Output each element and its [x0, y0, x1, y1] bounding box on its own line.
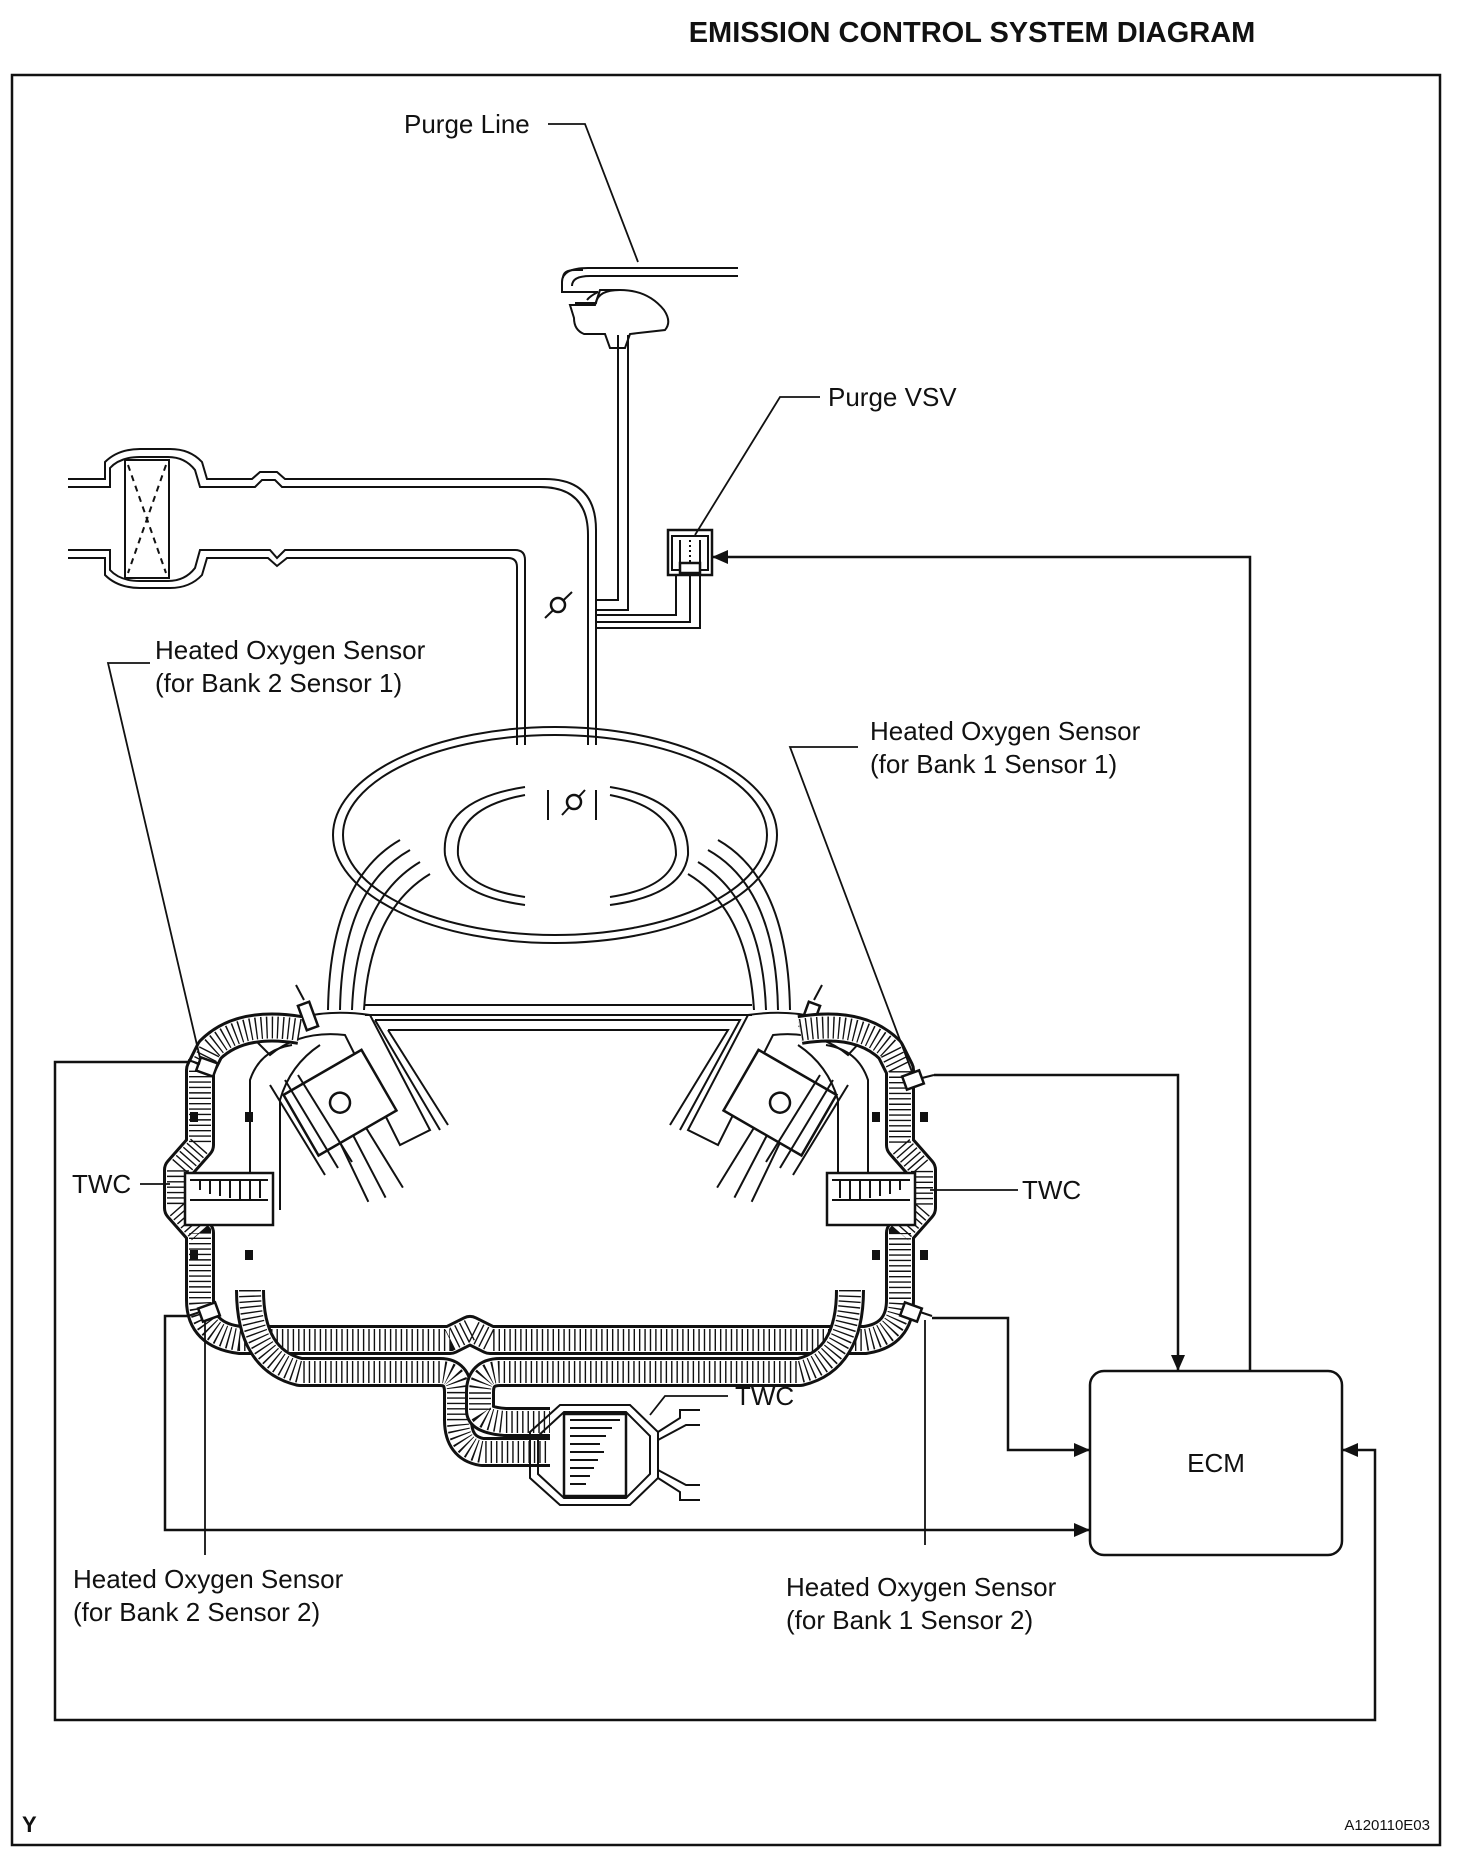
- center-twc-substrate: [570, 1419, 620, 1485]
- hos-b2s2-label-line2: (for Bank 2 Sensor 2): [73, 1597, 320, 1627]
- oxygen-sensor-b1s1: [900, 1068, 935, 1092]
- purge-vsv-valve: [666, 528, 714, 577]
- hos-b2s2-label-line1: Heated Oxygen Sensor: [73, 1564, 344, 1594]
- twc-right-label: TWC: [1022, 1175, 1081, 1205]
- hos-b2s1-label-line1: Heated Oxygen Sensor: [155, 635, 426, 665]
- intake-surge-tank: [332, 726, 778, 944]
- hos-b1s1-label-line1: Heated Oxygen Sensor: [870, 716, 1141, 746]
- oxygen-sensor-b1s2: [898, 1300, 933, 1324]
- figure-code: A120110E03: [1344, 1817, 1430, 1834]
- oxygen-sensor-b2s2: [187, 1300, 222, 1324]
- ecm-label: ECM: [1187, 1448, 1245, 1478]
- diagram-frame: [10, 73, 1442, 1847]
- hos-b1s2-label-line2: (for Bank 1 Sensor 2): [786, 1605, 1033, 1635]
- right-twc-substrate: [832, 1179, 910, 1201]
- engine-block: [253, 984, 864, 1203]
- diagram-title: EMISSION CONTROL SYSTEM DIAGRAM: [689, 17, 1256, 49]
- ecm-box: [1088, 1369, 1344, 1557]
- hos-b1s1-label-line2: (for Bank 1 Sensor 1): [870, 749, 1117, 779]
- signal-wiring: [53, 550, 1377, 1722]
- twc-left-label: TWC: [72, 1169, 131, 1199]
- purge-line-hose: [561, 267, 738, 629]
- oxygen-sensor-b2s1: [187, 1055, 220, 1079]
- left-twc-substrate: [190, 1179, 268, 1201]
- exhaust-system: [163, 1012, 937, 1506]
- purge-line-label: Purge Line: [404, 109, 530, 139]
- air-intake-duct: [68, 448, 597, 745]
- leader-lines: [106, 123, 1018, 1555]
- corner-mark: Y: [22, 1812, 37, 1837]
- intake-runners: [327, 839, 791, 1016]
- purge-vsv-label: Purge VSV: [828, 382, 957, 412]
- twc-center-label: TWC: [735, 1381, 794, 1411]
- hos-b1s2-label-line1: Heated Oxygen Sensor: [786, 1572, 1057, 1602]
- hos-b2s1-label-line2: (for Bank 2 Sensor 1): [155, 668, 402, 698]
